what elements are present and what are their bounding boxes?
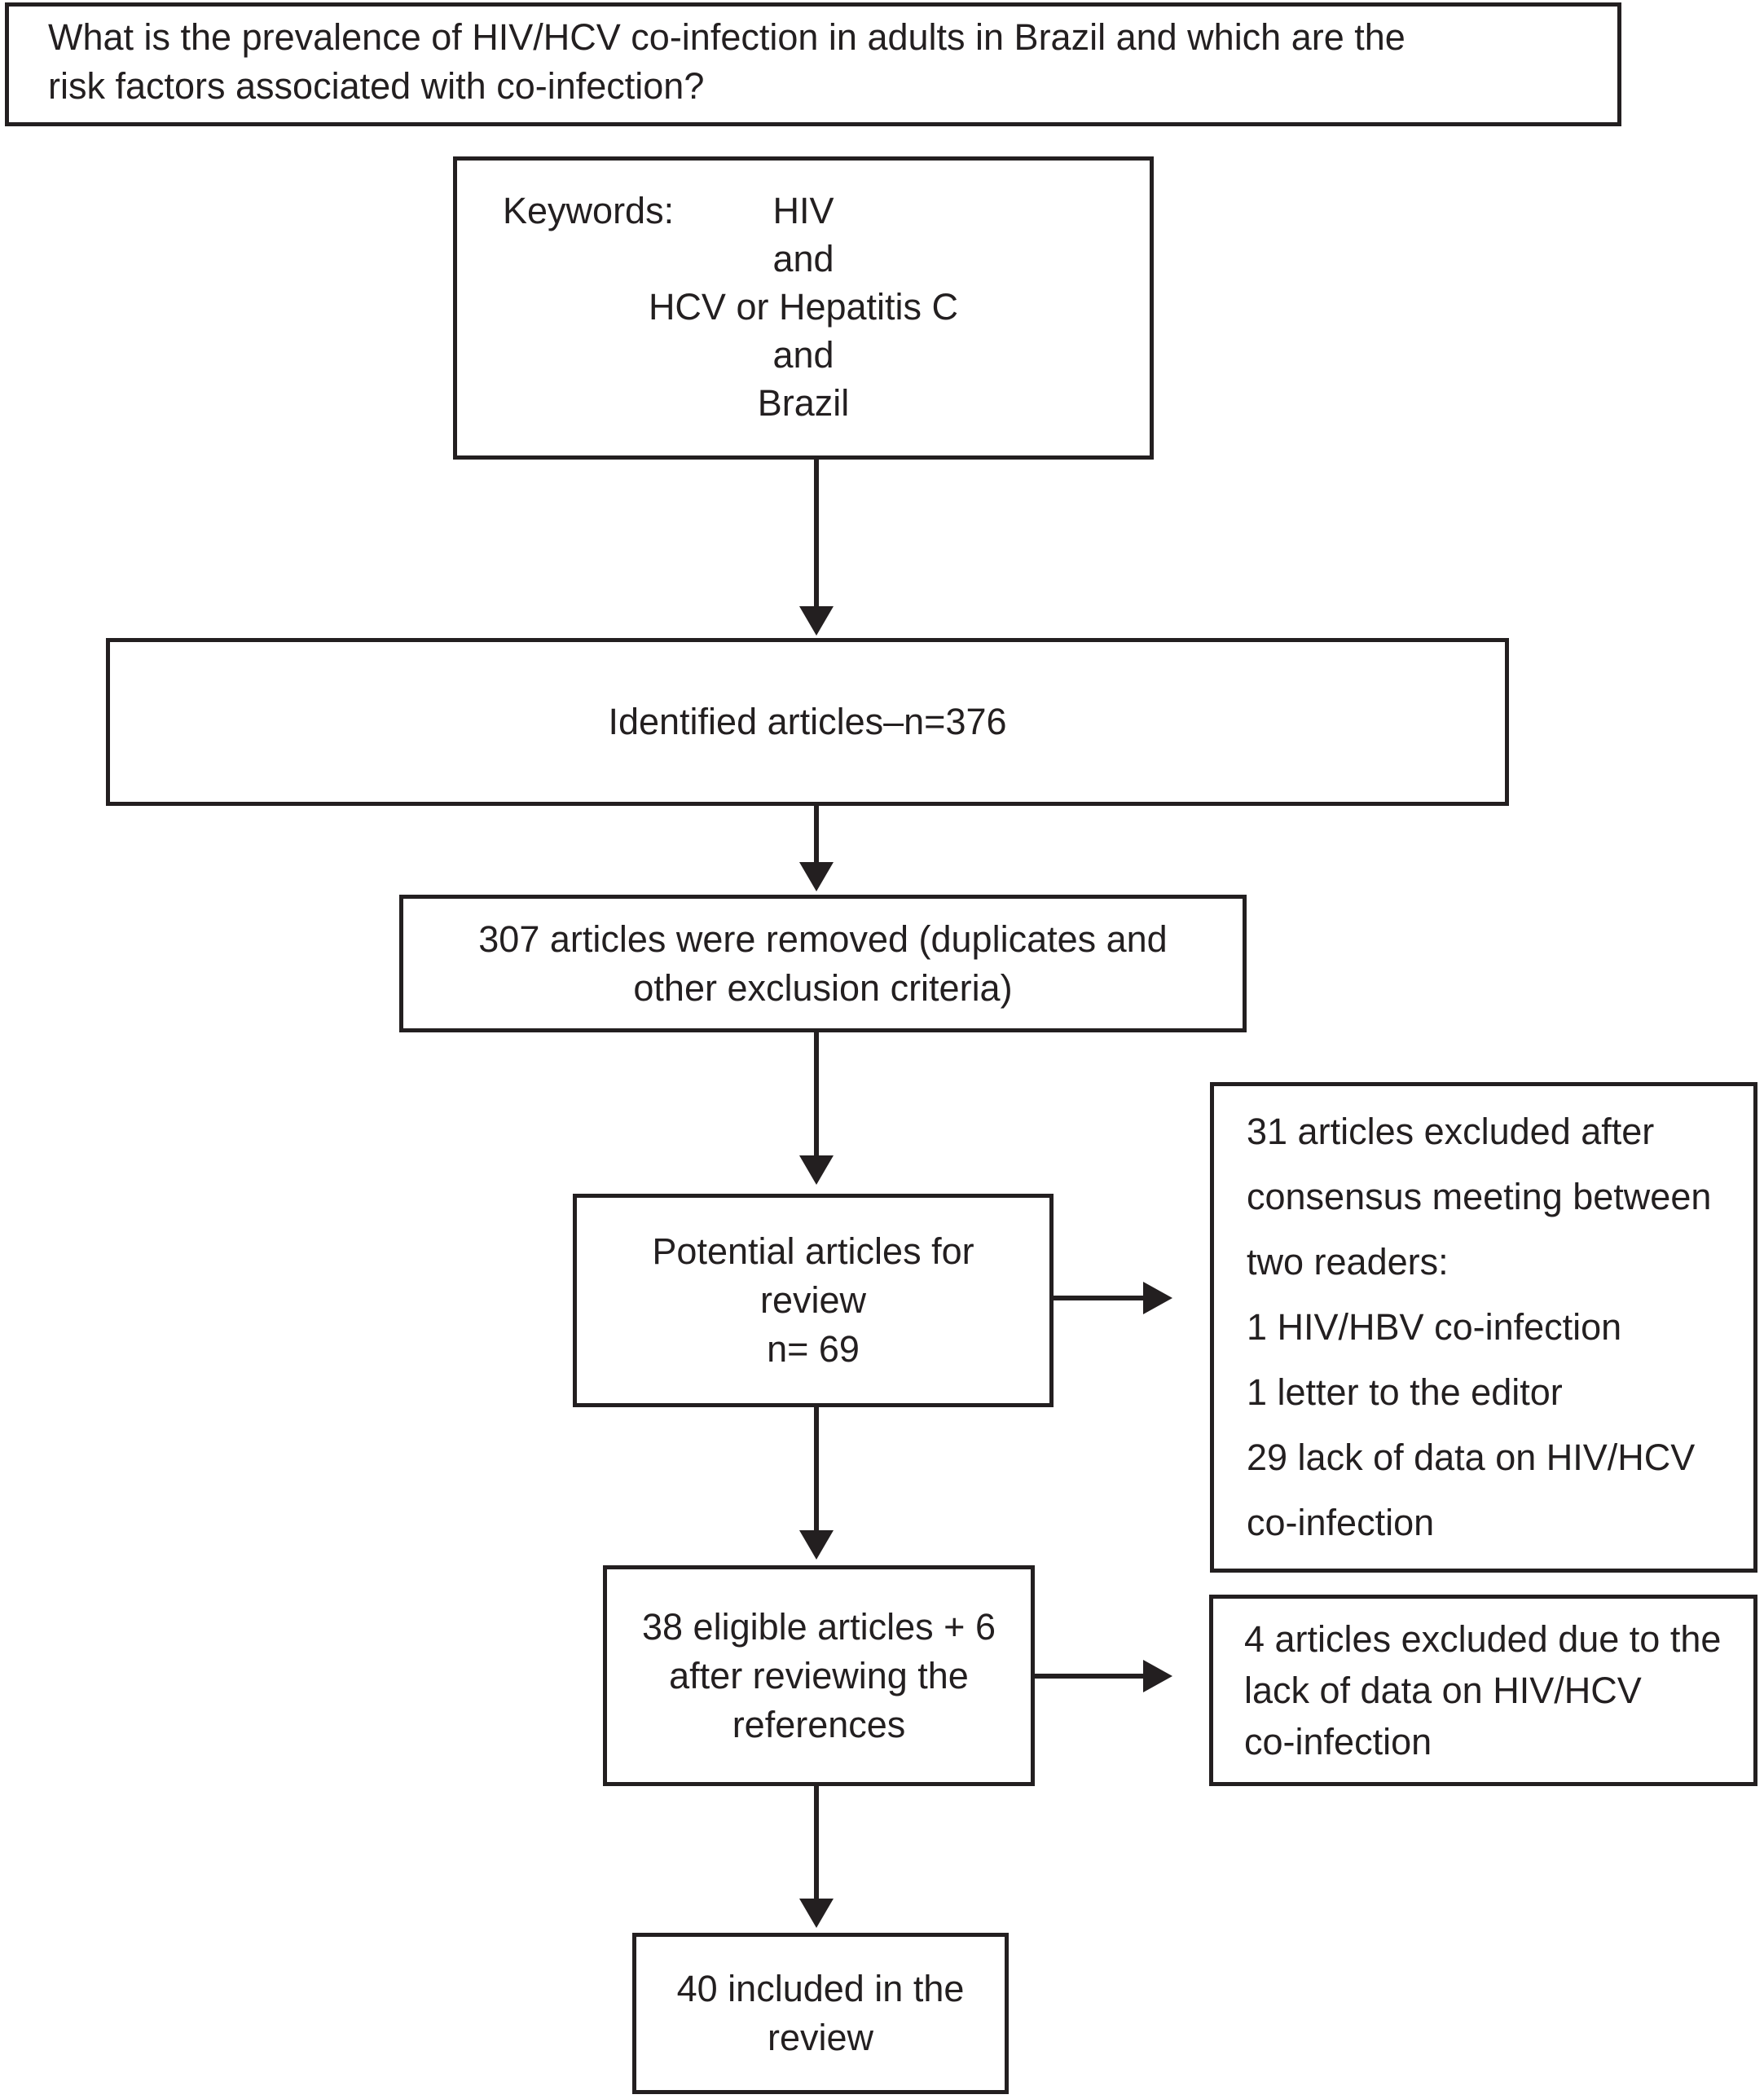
arrow-removed-to-potential-head-icon — [799, 1155, 834, 1185]
keywords-terms: HIV and HCV or Hepatitis C and Brazil — [648, 190, 959, 424]
eligible-articles-box: 38 eligible articles + 6 after reviewing… — [603, 1565, 1035, 1786]
potential-articles-text: Potential articles for review n= 69 — [652, 1230, 974, 1370]
arrow-eligible-to-included-head-icon — [799, 1899, 834, 1928]
research-question-text: What is the prevalence of HIV/HCV co-inf… — [48, 16, 1405, 107]
excluded-consensus-box: 31 articles excluded after consensus mee… — [1210, 1082, 1757, 1573]
keywords-box: Keywords: HIV and HCV or Hepatitis C and… — [453, 156, 1154, 460]
arrow-identified-to-removed-head-icon — [799, 862, 834, 891]
arrow-potential-to-eligible-head-icon — [799, 1530, 834, 1560]
arrow-potential-to-excluded-head-icon — [1143, 1282, 1172, 1314]
eligible-articles-text: 38 eligible articles + 6 after reviewing… — [641, 1605, 996, 1745]
arrow-keywords-to-identified-head-icon — [799, 606, 834, 636]
excluded-lack-text: 4 articles excluded due to the lack of d… — [1244, 1618, 1722, 1762]
removed-articles-text: 307 articles were removed (duplicates an… — [478, 917, 1168, 1009]
arrow-eligible-to-excluded-line — [1035, 1674, 1143, 1679]
keywords-label: Keywords: — [503, 190, 675, 231]
arrow-identified-to-removed-line — [814, 806, 819, 862]
potential-articles-box: Potential articles for review n= 69 — [573, 1194, 1054, 1407]
excluded-lack-box: 4 articles excluded due to the lack of d… — [1209, 1595, 1757, 1786]
excluded-consensus-text: 31 articles excluded after consensus mee… — [1247, 1111, 1712, 1543]
included-review-box: 40 included in the review — [632, 1933, 1009, 2094]
arrow-potential-to-eligible-line — [814, 1407, 819, 1530]
arrow-potential-to-excluded-line — [1054, 1296, 1143, 1300]
removed-articles-box: 307 articles were removed (duplicates an… — [399, 895, 1247, 1032]
arrow-keywords-to-identified-line — [814, 460, 819, 606]
arrow-eligible-to-excluded-head-icon — [1143, 1660, 1172, 1692]
arrow-removed-to-potential-line — [814, 1032, 819, 1155]
research-question-box: What is the prevalence of HIV/HCV co-inf… — [5, 2, 1621, 126]
identified-articles-text: Identified articles–n=376 — [608, 701, 1007, 742]
identified-articles-box: Identified articles–n=376 — [106, 638, 1509, 806]
included-review-text: 40 included in the review — [676, 1968, 965, 2058]
arrow-eligible-to-included-line — [814, 1786, 819, 1899]
